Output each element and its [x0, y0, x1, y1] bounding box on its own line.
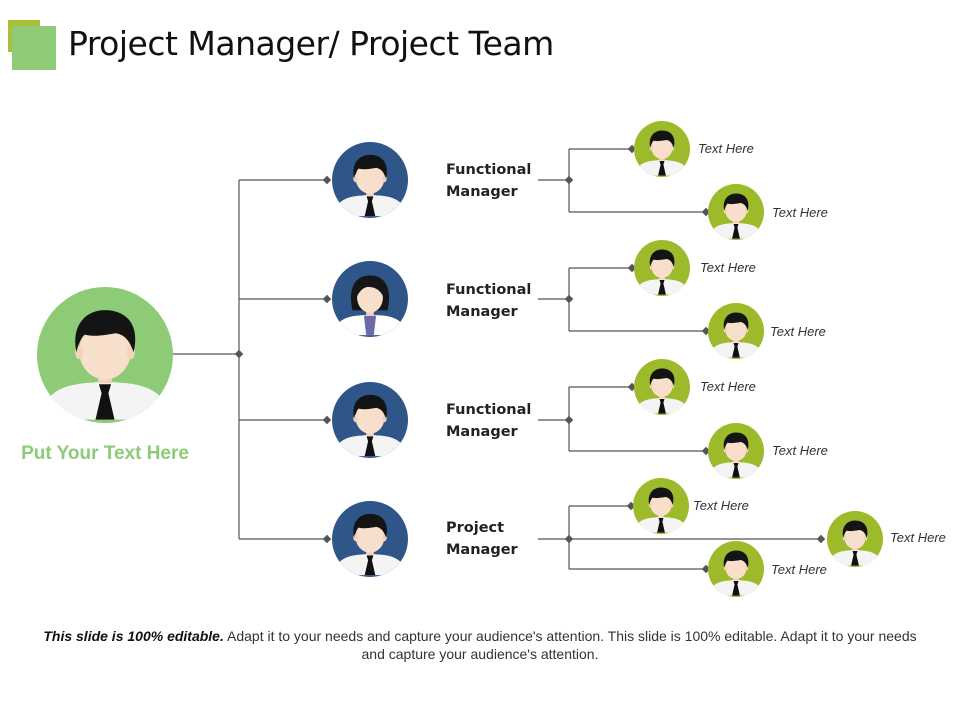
manager-3-avatar	[332, 382, 408, 458]
manager-4-junction	[322, 534, 332, 544]
team-member-4-3-label: Text Here	[890, 530, 946, 545]
avatar-layer	[37, 121, 883, 597]
footer-note: This slide is 100% editable. Adapt it to…	[40, 627, 920, 663]
manager-1-avatar	[332, 142, 408, 218]
team-member-3-2-label: Text Here	[772, 443, 828, 458]
manager-4-avatar	[332, 501, 408, 577]
manager-1-junction	[322, 175, 332, 185]
team-member-2-2-avatar	[708, 303, 764, 359]
team-member-4-1-label: Text Here	[693, 498, 749, 513]
team-member-1-1-avatar	[634, 121, 690, 177]
team-member-4-3-avatar	[827, 511, 883, 567]
footer-text: Adapt it to your needs and capture your …	[223, 628, 917, 662]
team-member-4-1-avatar	[633, 478, 689, 534]
manager-2-label: Functional Manager	[446, 282, 532, 320]
title-accent-square-front	[12, 26, 56, 70]
manager-4-label: Project Manager	[446, 520, 518, 558]
team-member-4-2-label: Text Here	[771, 562, 827, 577]
team-member-3-1-label: Text Here	[700, 379, 756, 394]
root-avatar	[37, 287, 173, 423]
team-member-3-2-avatar	[708, 423, 764, 479]
team-member-2-1-label: Text Here	[700, 260, 756, 275]
manager-3-junction	[322, 415, 332, 425]
footer-bold: This slide is 100% editable.	[43, 628, 224, 644]
connector-lines	[173, 144, 826, 574]
team-member-1-2-label: Text Here	[772, 205, 828, 220]
team-member-4-3-dot	[816, 534, 826, 544]
team-member-3-1-avatar	[634, 359, 690, 415]
title-accent-squares	[8, 20, 56, 70]
manager-2-junction	[322, 294, 332, 304]
team-member-2-1-avatar	[634, 240, 690, 296]
slide-title: Project Manager/ Project Team	[68, 24, 554, 63]
manager-2-avatar	[332, 261, 408, 337]
team-member-1-1-label: Text Here	[698, 141, 754, 156]
team-member-1-2-avatar	[708, 184, 764, 240]
manager-3-label: Functional Manager	[446, 402, 532, 440]
team-member-4-2-avatar	[708, 541, 764, 597]
team-member-2-2-label: Text Here	[770, 324, 826, 339]
manager-1-label: Functional Manager	[446, 162, 532, 200]
root-label: Put Your Text Here	[21, 443, 189, 464]
